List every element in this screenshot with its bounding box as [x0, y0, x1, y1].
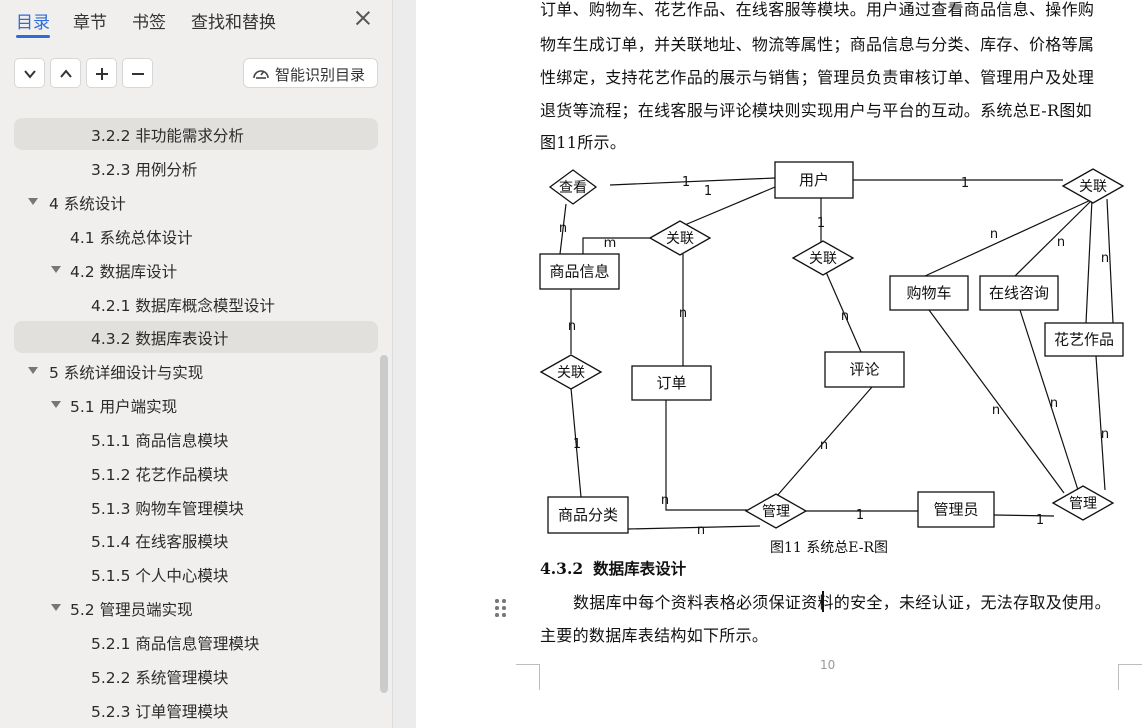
toc-item-label: 4.1 系统总体设计	[70, 229, 193, 247]
section-heading: 4.3.2 数据库表设计	[540, 557, 686, 579]
toc-item-label: 5.2.3 订单管理模块	[91, 703, 229, 721]
toc-item-5-2[interactable]: 5.2 管理员端实现	[14, 592, 378, 624]
toc-item-5-1-5[interactable]: 5.1.5 个人中心模块	[14, 558, 378, 590]
add-entry-button[interactable]	[86, 58, 117, 88]
toc-item-label: 4.2 数据库设计	[70, 263, 178, 281]
smart-toc-button[interactable]: 智能识别目录	[243, 58, 378, 88]
remove-entry-button[interactable]	[122, 58, 153, 88]
toc-tabs: 目录 章节 书签 查找和替换	[0, 0, 393, 44]
toc-item-label: 5.1.5 个人中心模块	[91, 567, 229, 585]
toc-item-label: 5.1.1 商品信息模块	[91, 432, 229, 450]
toc-item-4-3-2[interactable]: 4.3.2 数据库表设计	[14, 321, 378, 353]
toc-item-label: 5.2.1 商品信息管理模块	[91, 635, 260, 653]
caret-down-icon[interactable]	[28, 367, 38, 374]
toc-item-5-2-3[interactable]: 5.2.3 订单管理模块	[14, 694, 378, 726]
page-corner-mark	[516, 664, 540, 690]
section-title: 数据库表设计	[593, 559, 687, 578]
toc-item-5-2-1[interactable]: 5.2.1 商品信息管理模块	[14, 626, 378, 658]
toc-item-5[interactable]: 5 系统详细设计与实现	[14, 355, 378, 387]
page-number: 10	[820, 658, 836, 672]
tab-chapters[interactable]: 章节	[73, 13, 107, 33]
tab-toc[interactable]: 目录	[16, 13, 50, 33]
toc-item-label: 5.1.3 购物车管理模块	[91, 500, 244, 518]
document-page[interactable]: 订单、购物车、花艺作品、在线客服等模块。用户通过查看商品信息、操作购 物车生成订…	[416, 0, 1148, 728]
toc-item-label: 5.1 用户端实现	[70, 398, 178, 416]
toc-item-label: 5.2.2 系统管理模块	[91, 669, 229, 687]
paragraph-line: 主要的数据库表结构如下所示。	[540, 626, 769, 645]
text-cursor	[822, 591, 824, 612]
paragraph-line: 数据库中每个资料表格必须保证资料的安全，未经认证，无法存取及使用。	[573, 593, 1111, 612]
expand-button[interactable]	[50, 58, 81, 88]
toc-item-5-1[interactable]: 5.1 用户端实现	[14, 389, 378, 421]
paragraph-line: 性绑定，支持花艺作品的展示与销售；管理员负责审核订单、管理用户及处理	[540, 68, 1095, 87]
minus-icon	[132, 73, 144, 75]
smart-toc-label: 智能识别目录	[275, 66, 366, 84]
toc-item-4-2[interactable]: 4.2 数据库设计	[14, 254, 378, 286]
paragraph-line: 退货等流程；在线客服与评论模块则实现用户与平台的互动。系统总E-R图如	[540, 101, 1092, 120]
toc-item-label: 3.2.2 非功能需求分析	[91, 127, 244, 145]
caret-down-icon[interactable]	[51, 604, 61, 611]
toc-item-label: 3.2.3 用例分析	[91, 161, 198, 179]
toc-item-3-2-2[interactable]: 3.2.2 非功能需求分析	[14, 118, 378, 150]
caret-down-icon[interactable]	[51, 266, 61, 273]
caret-down-icon[interactable]	[28, 198, 38, 205]
caret-down-icon[interactable]	[51, 401, 61, 408]
toc-item-4-1[interactable]: 4.1 系统总体设计	[14, 220, 378, 252]
toc-item-4-2-1[interactable]: 4.2.1 数据库概念模型设计	[14, 288, 378, 320]
document-area: 订单、购物车、花艺作品、在线客服等模块。用户通过查看商品信息、操作购 物车生成订…	[394, 0, 1148, 728]
toc-item-5-1-4[interactable]: 5.1.4 在线客服模块	[14, 524, 378, 556]
toc-item-4[interactable]: 4 系统设计	[14, 186, 378, 218]
toc-item-5-1-3[interactable]: 5.1.3 购物车管理模块	[14, 491, 378, 523]
drag-handle-icon[interactable]	[494, 598, 508, 618]
toc-item-label: 5.1.2 花艺作品模块	[91, 466, 229, 484]
tab-find-replace[interactable]: 查找和替换	[191, 13, 276, 33]
close-icon[interactable]	[352, 8, 374, 30]
toc-panel: 目录 章节 书签 查找和替换 智能识别目录 3.2.2 非功能需求分析 3.2.…	[0, 0, 393, 728]
tab-bookmarks[interactable]: 书签	[132, 13, 166, 33]
page-corner-mark	[1118, 664, 1142, 690]
active-tab-indicator	[16, 35, 50, 38]
toc-item-label: 5 系统详细设计与实现	[49, 364, 204, 382]
toc-item-label: 5.2 管理员端实现	[70, 601, 193, 619]
toc-item-3-2-3[interactable]: 3.2.3 用例分析	[14, 152, 378, 184]
toc-item-5-2-2[interactable]: 5.2.2 系统管理模块	[14, 660, 378, 692]
paragraph-line: 物车生成订单，并关联地址、物流等属性；商品信息与分类、库存、价格等属	[540, 35, 1095, 54]
smart-recognize-icon	[253, 70, 269, 79]
paragraph-line: 图11所示。	[540, 133, 627, 152]
section-number: 4.3.2	[540, 559, 584, 578]
toc-item-label: 4.3.2 数据库表设计	[91, 330, 229, 348]
paragraph-line: 订单、购物车、花艺作品、在线客服等模块。用户通过查看商品信息、操作购	[540, 0, 1095, 19]
chevron-up-icon	[60, 69, 72, 78]
figure-caption: 图11 系统总E-R图	[770, 540, 889, 556]
toc-scrollbar[interactable]	[380, 355, 388, 693]
collapse-button[interactable]	[14, 58, 45, 88]
chevron-down-icon	[24, 70, 36, 79]
toc-item-label: 5.1.4 在线客服模块	[91, 533, 229, 551]
toc-item-5-1-1[interactable]: 5.1.1 商品信息模块	[14, 423, 378, 455]
plus-icon	[96, 68, 108, 80]
toc-item-label: 4.2.1 数据库概念模型设计	[91, 297, 275, 315]
toc-item-label: 4 系统设计	[49, 195, 126, 213]
toc-item-5-1-2[interactable]: 5.1.2 花艺作品模块	[14, 457, 378, 489]
